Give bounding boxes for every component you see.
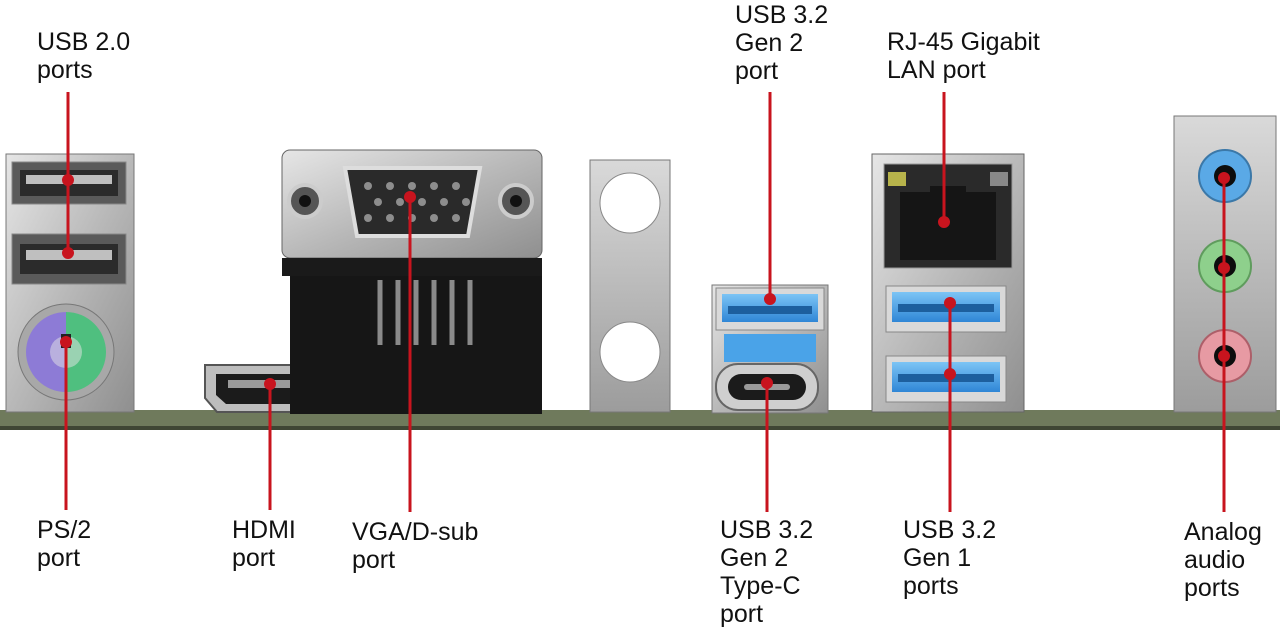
label-analog-audio-ports: Analog audio ports xyxy=(1184,518,1262,602)
label-rj45-lan-port: RJ-45 Gigabit LAN port xyxy=(887,28,1040,84)
leader-dot-usb32-gen2 xyxy=(764,293,776,305)
usb32-gen2-port xyxy=(715,287,825,331)
label-usb20-ports: USB 2.0 ports xyxy=(37,28,131,84)
vga-dsub-port xyxy=(281,149,543,414)
leader-dot-hdmi xyxy=(264,378,276,390)
label-usb32-gen2-typec-port: USB 3.2 Gen 2 Type-C port xyxy=(720,516,814,628)
usb32-gen1-port-top xyxy=(885,285,1007,333)
leader-dot-audio-blue xyxy=(1218,172,1230,184)
metal-bracket xyxy=(589,159,671,413)
leader-dot-ps2 xyxy=(60,336,72,348)
usb32-gen1-port-bottom xyxy=(885,355,1007,403)
label-usb32-gen1-ports: USB 3.2 Gen 1 ports xyxy=(903,516,997,600)
label-hdmi-port: HDMI port xyxy=(232,516,296,572)
leader-dot-usb20-top xyxy=(62,174,74,186)
leader-dot-typec xyxy=(761,377,773,389)
leader-dot-vga xyxy=(404,191,416,203)
vga-pins-fins xyxy=(377,280,473,345)
leader-dot-usb32-gen1-top xyxy=(944,297,956,309)
label-ps2-port: PS/2 port xyxy=(37,516,92,572)
usb20-ps2-stack xyxy=(5,153,135,413)
leader-dot-audio-green xyxy=(1218,262,1230,274)
pcb-edge xyxy=(0,410,1280,428)
label-vga-dsub-port: VGA/D-sub port xyxy=(352,518,479,574)
rj45-lan-port xyxy=(883,163,1013,269)
label-usb32-gen2-port: USB 3.2 Gen 2 port xyxy=(735,1,829,85)
leader-dot-usb20-bottom xyxy=(62,247,74,259)
leader-dot-rj45 xyxy=(938,216,950,228)
leader-dot-audio-pink xyxy=(1218,350,1230,362)
leader-dot-usb32-gen1-bottom xyxy=(944,368,956,380)
leader-lines xyxy=(60,92,1230,512)
